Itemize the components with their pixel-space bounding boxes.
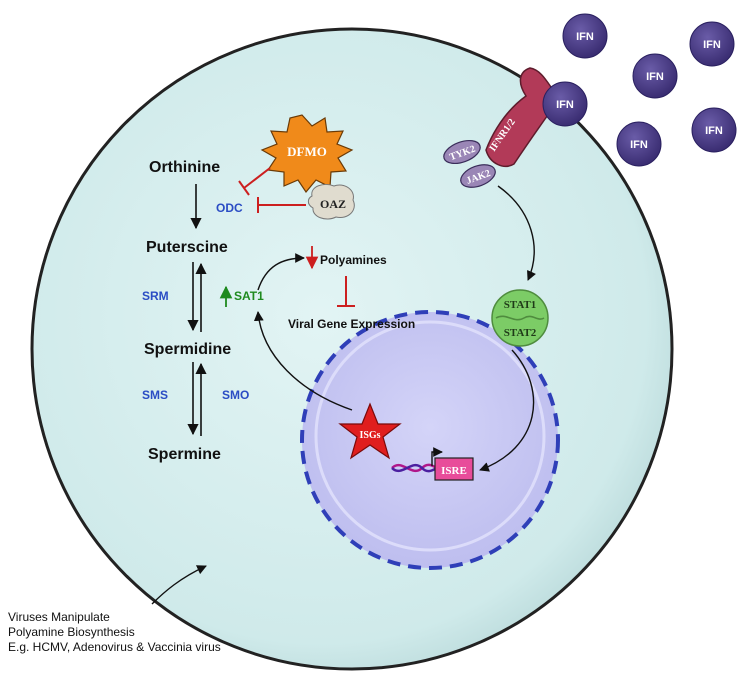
enzyme-sms: SMS — [142, 388, 168, 402]
sat1-to-polyamines-arrow — [257, 253, 305, 291]
caption: Viruses Manipulate Polyamine Biosynthesi… — [8, 610, 308, 655]
svg-text:IFN: IFN — [576, 31, 594, 43]
nucleus — [300, 310, 560, 570]
svg-text:IFN: IFN — [646, 71, 664, 83]
caption-line-3: E.g. HCMV, Adenovirus & Vaccinia virus — [8, 640, 221, 654]
enzyme-sat1: SAT1 — [234, 289, 264, 303]
ifn-molecule: IFN — [562, 13, 608, 59]
oaz-blob — [307, 183, 355, 220]
stat1-label: STAT1 — [504, 299, 537, 311]
svg-text:IFN: IFN — [630, 139, 648, 151]
svg-text:IFN: IFN — [705, 125, 723, 137]
metabolite-spermidine: Spermidine — [144, 341, 231, 358]
svg-text:IFN: IFN — [556, 99, 574, 111]
inhibitor-oaz: OAZ — [320, 197, 346, 211]
ifn-molecule: IFN — [689, 21, 735, 67]
caption-line-1: Viruses Manipulate — [8, 610, 110, 624]
jak2-oval — [460, 164, 496, 188]
nucleus-inner-glow — [314, 320, 546, 552]
caption-line-2: Polyamine Biosynthesis — [8, 625, 135, 639]
tyk2-oval — [443, 139, 481, 165]
stat-to-isre-arrow — [479, 349, 535, 472]
stat-link — [495, 315, 545, 321]
ifn-molecule: IFN — [691, 107, 737, 153]
isgs-to-sat1-arrow — [253, 311, 353, 411]
jak-to-stat-arrow — [497, 185, 537, 281]
enzyme-srm: SRM — [142, 289, 169, 303]
dfmo-starburst — [260, 114, 354, 194]
stat2-label: STAT2 — [504, 327, 537, 339]
isgs-label: ISGs — [359, 430, 380, 441]
isgs-star — [338, 402, 402, 460]
metabolite-puterscine: Puterscine — [146, 239, 228, 256]
ifn-molecule-bound: IFN — [542, 81, 588, 127]
enzyme-odc: ODC — [216, 201, 243, 215]
isre-box — [434, 457, 474, 481]
effect-viral-gene-expression: Viral Gene Expression — [288, 317, 415, 331]
transcription-start-arrow — [431, 447, 443, 466]
stat-complex — [491, 289, 549, 347]
ifn-molecule: IFN — [616, 121, 662, 167]
inhibitor-dfmo: DFMO — [287, 144, 327, 159]
metabolite-orthinine: Orthinine — [149, 159, 220, 176]
metabolite-spermine: Spermine — [148, 446, 221, 463]
caption-pointer-arrow — [151, 565, 207, 605]
isre-label: ISRE — [441, 465, 467, 477]
dfmo-inhibits-odc — [243, 167, 271, 189]
effect-polyamines: Polyamines — [320, 253, 387, 267]
ifn-molecule: IFN — [632, 53, 678, 99]
enzyme-smo: SMO — [222, 388, 249, 402]
dfmo-inhibit-bar — [238, 180, 250, 196]
svg-text:IFN: IFN — [703, 39, 721, 51]
